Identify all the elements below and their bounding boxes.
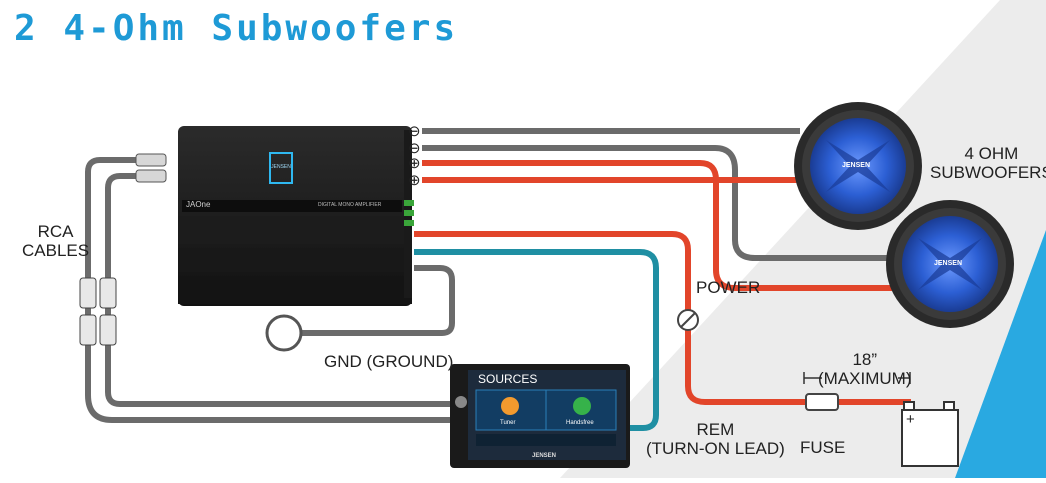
ground-terminal: [265, 314, 303, 352]
subwoofers-label: 4 OHM SUBWOOFERS: [930, 144, 1046, 182]
page-title: 2 4-Ohm Subwoofers: [14, 8, 459, 49]
length-label: 18” (MAXIMUM): [818, 350, 911, 388]
subwoofers-label-line-1: 4 OHM: [964, 144, 1019, 163]
rca-label-line-1: RCA: [37, 222, 74, 241]
subwoofer-1-brand: JENSEN: [842, 162, 871, 169]
rca-connector-2b: [99, 314, 117, 346]
battery-positive-sign: +: [906, 411, 915, 428]
subwoofer-1: [794, 102, 922, 230]
terminal-negative-1: ⊖: [408, 123, 421, 140]
speaker-wire-pos-1: [422, 160, 900, 291]
power-label: POWER: [696, 278, 761, 297]
head-unit: [450, 364, 630, 468]
length-label-line-1: 18”: [852, 350, 878, 369]
rca-connector-2a: [99, 277, 117, 309]
head-unit-tile-tuner: Tuner: [500, 420, 516, 426]
rem-label-line-1: REM: [696, 420, 735, 439]
rca-plug-1: [135, 153, 167, 167]
background-gray-panel: [560, 0, 1046, 478]
rca-label: RCA CABLES: [22, 222, 89, 260]
amplifier-description: DIGITAL MONO AMPLIFIER: [318, 202, 382, 208]
rca-label-line-2: CABLES: [22, 241, 90, 260]
head-unit-brand: JENSEN: [532, 453, 557, 459]
rem-label: REM (TURN-ON LEAD): [646, 420, 785, 458]
ground-wire: [300, 265, 455, 336]
background-accent-stripe: [955, 230, 1046, 478]
gnd-label: GND (GROUND): [324, 352, 454, 371]
subwoofers-label-line-2: SUBWOOFERS: [930, 163, 1046, 182]
rca-connector-1b: [79, 314, 97, 346]
rem-wire: [414, 249, 659, 431]
inline-breaker-slash: [680, 312, 696, 328]
head-unit-tile-handsfree: Handsfree: [566, 420, 594, 426]
amplifier-logo: JENSEN: [271, 164, 291, 170]
head-unit-screen-title: SOURCES: [478, 372, 538, 386]
rem-label-line-2: (TURN-ON LEAD): [646, 439, 785, 458]
amplifier: [178, 126, 414, 306]
rca-plug-2: [135, 169, 167, 183]
fuse-label: FUSE: [800, 438, 846, 457]
subwoofer-2: [886, 200, 1014, 328]
battery: [901, 401, 959, 467]
terminal-positive-2: ⊕: [408, 172, 421, 189]
terminal-positive-1: ⊕: [408, 155, 421, 172]
fuse-body: [805, 393, 839, 411]
length-label-line-2: (MAXIMUM): [818, 369, 912, 388]
amplifier-model: JAOne: [186, 200, 211, 209]
rca-connector-1a: [79, 277, 97, 309]
terminal-negative-2: ⊖: [408, 140, 421, 157]
speaker-wire-neg-2: [422, 145, 900, 261]
subwoofer-2-brand: JENSEN: [934, 260, 963, 267]
